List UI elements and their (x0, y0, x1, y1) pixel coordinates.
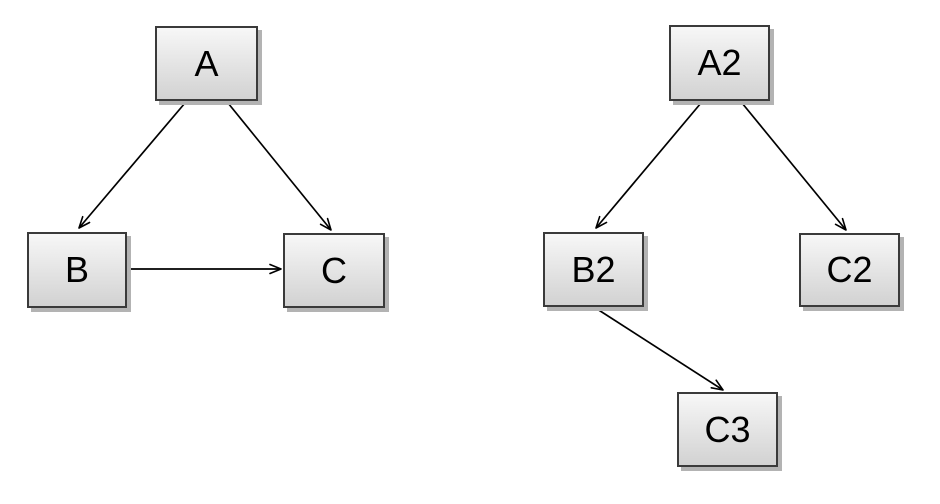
node-a2[interactable]: A2 (669, 25, 770, 101)
node-label: B (64, 249, 89, 290)
node-c2[interactable]: C2 (799, 233, 900, 307)
edge-B2-C3 (593, 306, 724, 391)
edge-A-B (78, 102, 186, 229)
node-label: C (321, 249, 347, 291)
node-label: A (194, 42, 219, 84)
node-label: C2 (826, 249, 873, 290)
node-label: C3 (704, 408, 751, 450)
node-b[interactable]: B (27, 232, 127, 308)
edge-A-C (227, 102, 332, 231)
node-label: B2 (571, 248, 616, 290)
node-a[interactable]: A (155, 26, 258, 101)
edge-A2-C2 (741, 102, 847, 231)
node-b2[interactable]: B2 (543, 232, 644, 307)
edges-group (78, 102, 847, 391)
node-c3[interactable]: C3 (677, 392, 778, 467)
node-label: A2 (697, 42, 742, 83)
node-c[interactable]: C (283, 233, 385, 308)
edge-A2-B2 (595, 102, 702, 229)
